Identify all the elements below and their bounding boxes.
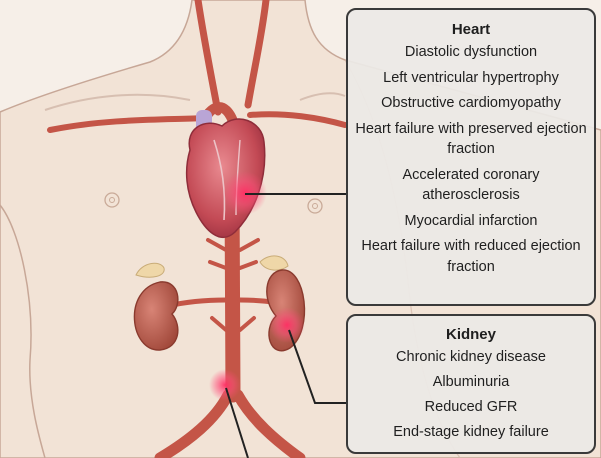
aorta-highlight (209, 369, 241, 401)
heart-callout-box: Heart Diastolic dysfunction Left ventric… (346, 8, 596, 306)
heart-condition-item: Myocardial infarction (354, 211, 588, 232)
heart-condition-item: Obstructive cardiomyopathy (354, 93, 588, 114)
heart-condition-item: Diastolic dysfunction (354, 42, 588, 63)
heart-condition-item: Heart failure with preserved ejection fr… (354, 119, 588, 160)
kidney-condition-item: End-stage kidney failure (354, 422, 588, 442)
kidney-callout-box: Kidney Chronic kidney disease Albuminuri… (346, 314, 596, 454)
kidney-condition-list: Chronic kidney disease Albuminuria Reduc… (348, 347, 594, 442)
kidney-condition-item: Reduced GFR (354, 397, 588, 417)
kidney-callout-title: Kidney (348, 325, 594, 345)
kidney-highlight (269, 307, 305, 343)
kidney-condition-item: Chronic kidney disease (354, 347, 588, 367)
heart-condition-item: Heart failure with reduced ejection frac… (354, 236, 588, 277)
heart-condition-list: Diastolic dysfunction Left ventricular h… (348, 42, 594, 277)
kidney-condition-item: Albuminuria (354, 372, 588, 392)
heart-callout-title: Heart (348, 20, 594, 40)
heart-condition-item: Left ventricular hypertrophy (354, 68, 588, 89)
heart-condition-item: Accelerated coronary atherosclerosis (354, 165, 588, 206)
